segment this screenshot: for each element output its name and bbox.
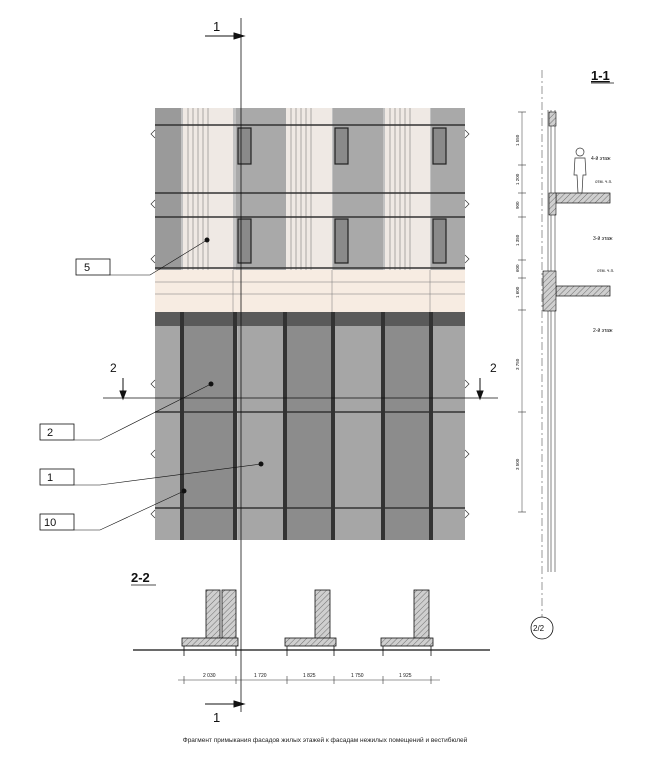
dimension-label: 1 600 — [515, 286, 520, 298]
floor-slab — [555, 285, 611, 297]
dimension-label: 600 — [515, 264, 520, 272]
floor-label: 4-й этаж — [591, 155, 611, 162]
window — [432, 218, 447, 264]
base-plate — [284, 637, 337, 647]
dimension-label: 1 350 — [515, 234, 520, 246]
callout-5: 5 — [75, 237, 210, 276]
floor-slab — [555, 192, 611, 204]
dimension-label: 1 720 — [254, 673, 267, 679]
level-mark: отм. ч.п. — [597, 268, 614, 273]
callout-10-label: 10 — [44, 517, 56, 529]
window — [237, 218, 252, 264]
window — [237, 127, 252, 165]
dimension-label: 3 500 — [515, 458, 520, 470]
dimension-label: 2 030 — [203, 673, 216, 679]
dimension-label: 1 825 — [303, 673, 316, 679]
callout-1-label: 1 — [47, 472, 53, 484]
section-1-1-title: 1-1 — [591, 68, 610, 83]
section-2-2-title: 2-2 — [131, 570, 150, 585]
window — [432, 127, 447, 165]
callout-5-label: 5 — [84, 262, 90, 274]
window — [334, 127, 349, 165]
dimension-label: 3 750 — [515, 358, 520, 370]
section-2-2-plan: 2 030 1 720 1 825 1 750 1 925 — [133, 589, 490, 684]
fin — [205, 589, 221, 641]
base-plate — [380, 637, 434, 647]
upper-residential-facade — [150, 108, 470, 312]
dimension-label: 1 925 — [399, 673, 412, 679]
figure-caption: Фрагмент примыкания фасадов жилых этажей… — [182, 737, 468, 744]
cream-transition-band — [155, 270, 465, 312]
dimension-label: 1 550 — [515, 134, 520, 146]
fin — [314, 589, 331, 641]
section-1-mark-top: 1 — [213, 19, 220, 34]
base-plate — [181, 637, 239, 647]
callout-2-label: 2 — [47, 427, 53, 439]
dimension-label: 1 200 — [515, 173, 520, 185]
fin — [413, 589, 430, 641]
section-line-1-1 — [205, 18, 246, 712]
callout-10: 10 — [39, 488, 187, 531]
section-2-mark-right: 2 — [490, 361, 497, 375]
callout-1: 1 — [39, 461, 264, 486]
fin — [221, 589, 237, 641]
floor-label: 3-й этаж — [593, 235, 613, 242]
section-2-mark-left: 2 — [110, 361, 117, 375]
window — [334, 218, 349, 264]
section-line-2-2 — [103, 378, 498, 401]
section-1-1-drawing: 2/2 4-й этаж 3-й этаж 2-й этаж отм. ч.п.… — [515, 70, 614, 640]
section-1-mark-bottom: 1 — [213, 710, 220, 725]
panel-column — [155, 108, 181, 273]
lower-nonresidential-facade — [150, 312, 470, 540]
floor-label: 2-й этаж — [593, 327, 613, 334]
human-figure-icon — [573, 147, 587, 194]
axis-bubble — [530, 616, 554, 640]
dimension-label: 1 750 — [351, 673, 364, 679]
axis-label: 2/2 — [533, 624, 545, 633]
callout-2: 2 — [39, 381, 214, 441]
top-dark-band — [155, 312, 465, 326]
dimension-label: 900 — [515, 201, 520, 209]
level-mark: отм. ч.п. — [595, 179, 612, 184]
